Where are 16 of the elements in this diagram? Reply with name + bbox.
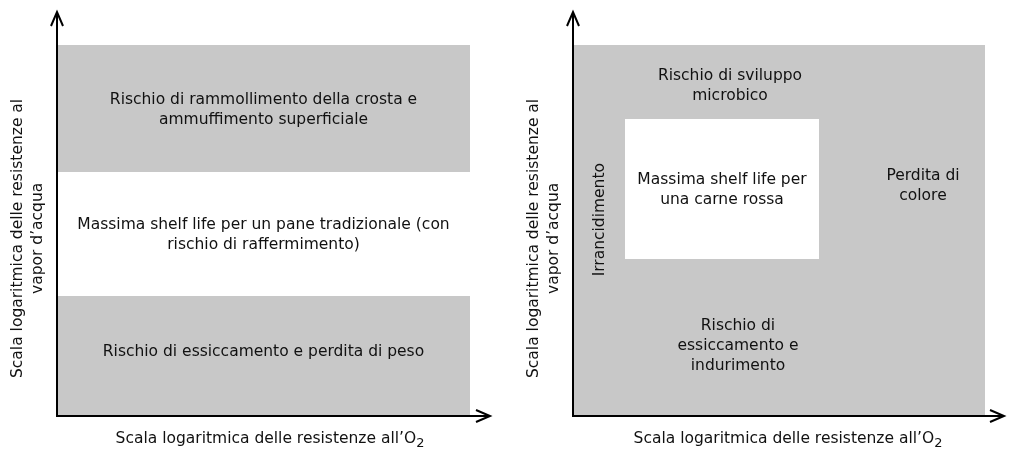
axis-label: Scala logaritmica delle resistenze al vapor d’acqua: [523, 97, 563, 380]
shaded-region: [57, 296, 470, 416]
axis-label: Scala logaritmica delle resistenze all’O$_{2}$: [115, 428, 425, 453]
region-label: Perdita di colore: [885, 165, 961, 205]
optimal-region: [625, 119, 819, 259]
region-label: Irrancidimento: [589, 163, 609, 277]
axis-label: Scala logaritmica delle resistenze all’O$_{2}$: [633, 428, 943, 453]
axis-label: Scala logaritmica delle resistenze al vapor d’acqua: [7, 97, 47, 380]
region-label: Rischio di essiccamento e perdita di peso: [102, 341, 425, 361]
region-label: Rischio di sviluppo microbico: [656, 65, 804, 105]
region-label: Massima shelf life per un pane tradizionale (con rischio di raffermimento): [76, 214, 451, 254]
region-label: Rischio di rammollimento della crosta e ammuffimento superficiale: [108, 88, 419, 129]
shaded-region: [573, 45, 985, 416]
region-label: Rischio di essiccamento e indurimento: [676, 315, 800, 375]
shaded-region: [57, 45, 470, 172]
region-label: Massima shelf life per una carne rossa: [636, 169, 808, 209]
